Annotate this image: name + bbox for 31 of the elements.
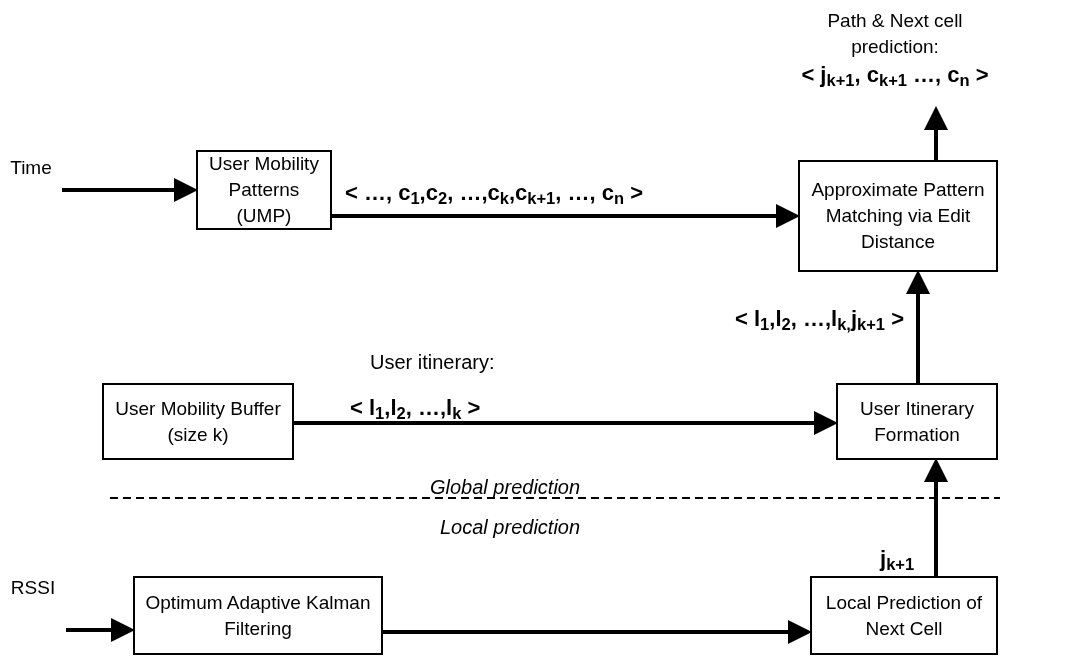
text-label: Local prediction	[440, 515, 581, 539]
process-box	[133, 576, 383, 655]
arrow	[924, 458, 948, 576]
arrow	[906, 270, 930, 383]
node-label: User Itinerary Formation	[859, 396, 975, 447]
edge-label: j$_{k+1}$	[880, 546, 915, 572]
node-label: User Mobility Buffer (size k)	[114, 396, 282, 447]
edge-label: < l$_{1}$,l$_{2}$, …,l$_{k,}$j$_{k+1}$ >	[735, 306, 904, 332]
arrow	[66, 618, 135, 642]
node-label: Time	[10, 156, 52, 180]
arrow	[332, 204, 800, 228]
sequence-label: < j$_{k+1}$, c$_{k+1}$ …, c$_{n}$ >	[801, 61, 989, 90]
arrow	[294, 411, 838, 435]
node-label: Optimum Adaptive Kalman Filtering	[144, 590, 372, 641]
arrow	[924, 106, 948, 160]
node-label: RSSI	[10, 576, 56, 600]
node-label: Path & Next cell prediction:	[826, 9, 964, 59]
process-box	[810, 576, 998, 655]
arrow	[383, 620, 812, 644]
process-box	[102, 383, 294, 460]
text-label: User itinerary:	[370, 350, 495, 374]
process-box	[798, 160, 998, 272]
node-label: Approximate Pattern Matching via Edit Distance	[810, 178, 986, 254]
text-label: Global prediction	[430, 475, 581, 499]
node-label: Local Prediction of Next Cell	[824, 590, 984, 641]
edge-label: < l$_{1}$,l$_{2}$, …,l$_{k}$ >	[350, 395, 481, 421]
arrow	[62, 178, 198, 202]
node-label: User Mobility Patterns (UMP)	[208, 152, 320, 228]
process-box	[836, 383, 998, 460]
process-box	[196, 150, 332, 230]
edge-label: < …, c$_{1}$,c$_{2}$, …,c$_{k}$,c$_{k+1}$, …, c$_{n}$ >	[345, 180, 644, 206]
